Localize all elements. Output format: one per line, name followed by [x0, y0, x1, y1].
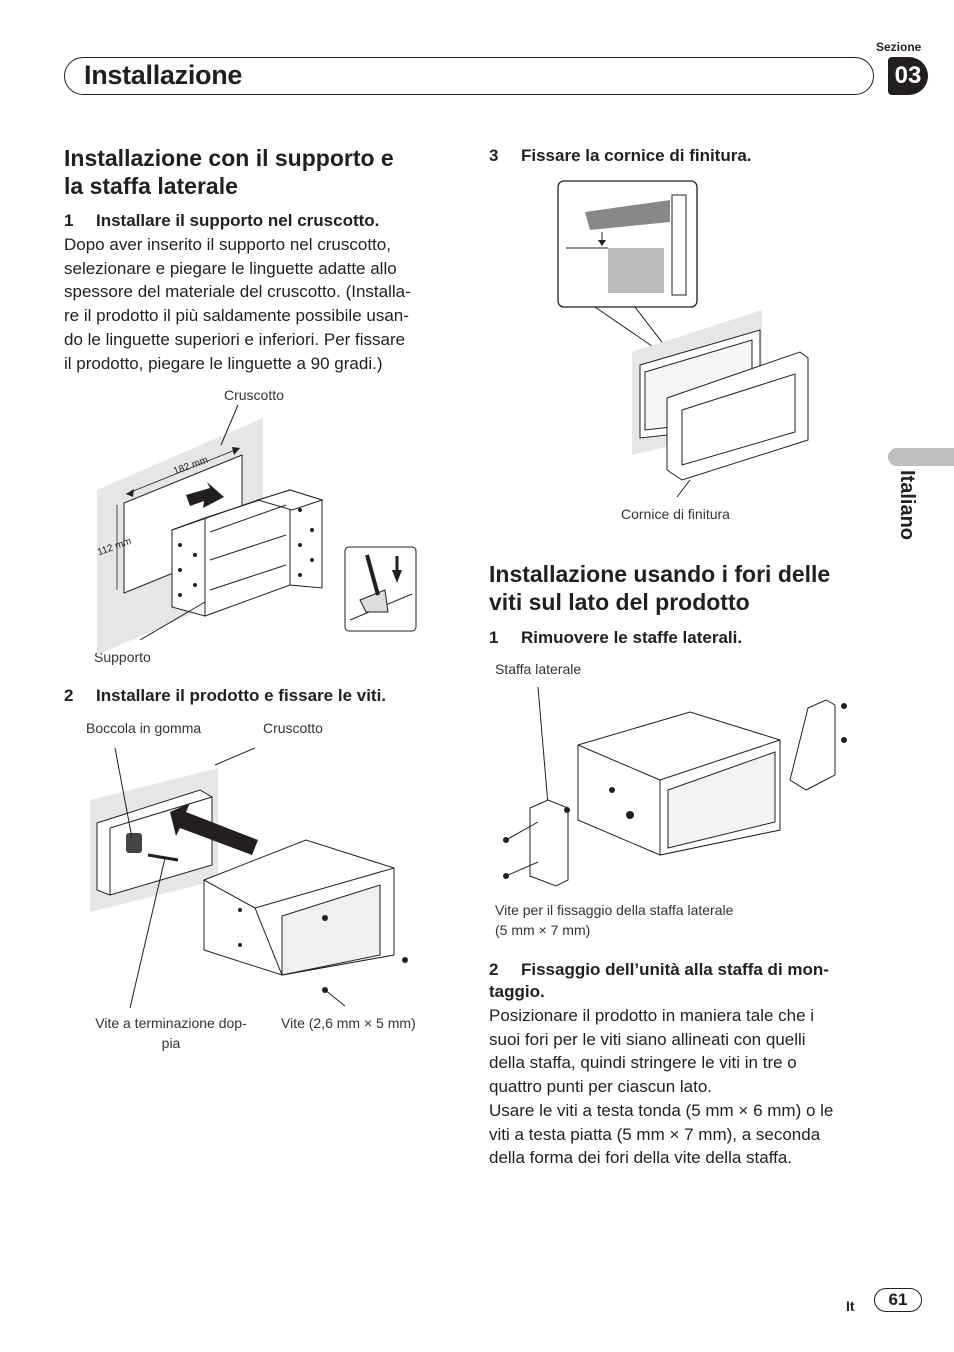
- label-line: Vite per il fissaggio della staffa later…: [495, 902, 734, 918]
- step-number: 3: [489, 146, 499, 165]
- body-line: quattro punti per ciascun lato.: [489, 1077, 713, 1097]
- figure-label: Cruscotto: [224, 387, 284, 403]
- step-heading: 3 Fissare la cornice di finitura.: [489, 145, 752, 167]
- step-title: taggio.: [489, 982, 545, 1001]
- body-line: il prodotto, piegare le linguette a 90 g…: [64, 353, 383, 373]
- heading-line: Installazione con il supporto e: [64, 145, 394, 171]
- step-heading: 1 Rimuovere le staffe laterali.: [489, 627, 742, 649]
- label-line: (5 mm × 7 mm): [495, 922, 591, 938]
- step-heading: 2 Installare il prodotto e fissare le vit…: [64, 685, 386, 707]
- footer-lang-code: It: [846, 1298, 855, 1314]
- figure-label: Staffa laterale: [495, 661, 582, 677]
- page-number: 61: [874, 1288, 922, 1312]
- step-body: Dopo aver inserito il supporto nel crusc…: [64, 233, 464, 375]
- heading-line: la staffa laterale: [64, 173, 238, 199]
- step-number: 2: [489, 960, 499, 979]
- label-line: pia: [161, 1035, 181, 1051]
- step-number: 2: [64, 686, 74, 705]
- step-title: Rimuovere le staffe laterali.: [521, 628, 743, 647]
- body-line: Usare le viti a testa tonda (5 mm × 6 mm…: [489, 1100, 834, 1120]
- heading-line: Installazione usando i fori delle: [489, 561, 831, 587]
- figure-label: Cruscotto: [263, 720, 323, 736]
- body-line: do le linguette superiori e inferiori. P…: [64, 329, 406, 349]
- step-heading: 1 Installare il supporto nel cruscotto.: [64, 210, 379, 232]
- step-number: 1: [489, 628, 499, 647]
- body-line: Posizionare il prodotto in maniera tale …: [489, 1006, 815, 1025]
- body-line: suoi fori per le viti siano allineati co…: [489, 1029, 806, 1049]
- section-label: Sezione: [876, 40, 922, 54]
- figure-label: Supporto: [94, 649, 151, 665]
- body-line: re il prodotto il più saldamente possibi…: [64, 306, 409, 326]
- step-title: Installare il supporto nel cruscotto.: [96, 211, 380, 230]
- step-title: Fissaggio dell’unità alla staffa di mon-: [521, 960, 829, 979]
- body-line: selezionare e piegare le linguette adatt…: [64, 258, 397, 278]
- step-heading: 2 Fissaggio dell’unità alla staffa di mon…: [489, 959, 889, 1003]
- step-title: Installare il prodotto e fissare le viti…: [96, 686, 387, 705]
- figure-label: Cornice di finitura: [621, 506, 730, 522]
- section-number-badge: 03: [888, 57, 928, 95]
- language-tab-marker: [888, 448, 954, 466]
- figure-label: Boccola in gomma: [86, 720, 202, 736]
- body-line: della forma dei fori della vite della st…: [489, 1148, 793, 1168]
- figure-label: Vite a terminazione dop- pia: [86, 1013, 256, 1053]
- body-line: della staffa, quindi stringere le viti i…: [489, 1053, 797, 1073]
- heading-line: viti sul lato del prodotto: [489, 589, 750, 615]
- step-number: 1: [64, 211, 74, 230]
- step-title: Fissare la cornice di finitura.: [521, 146, 752, 165]
- body-line: spessore del materiale del cruscotto. (I…: [64, 282, 411, 302]
- body-line: viti a testa piatta (5 mm × 7 mm), a sec…: [489, 1124, 821, 1144]
- page-title: Installazione: [84, 60, 243, 90]
- step-body: Posizionare il prodotto in maniera tale …: [489, 1004, 889, 1170]
- label-line: Vite a terminazione dop-: [95, 1015, 247, 1031]
- header-bar: [64, 57, 874, 95]
- figure-label: Vite per il fissaggio della staffa later…: [495, 900, 733, 940]
- body-line: Dopo aver inserito il supporto nel crusc…: [64, 235, 391, 254]
- figure-label: Vite (2,6 mm × 5 mm): [281, 1015, 416, 1031]
